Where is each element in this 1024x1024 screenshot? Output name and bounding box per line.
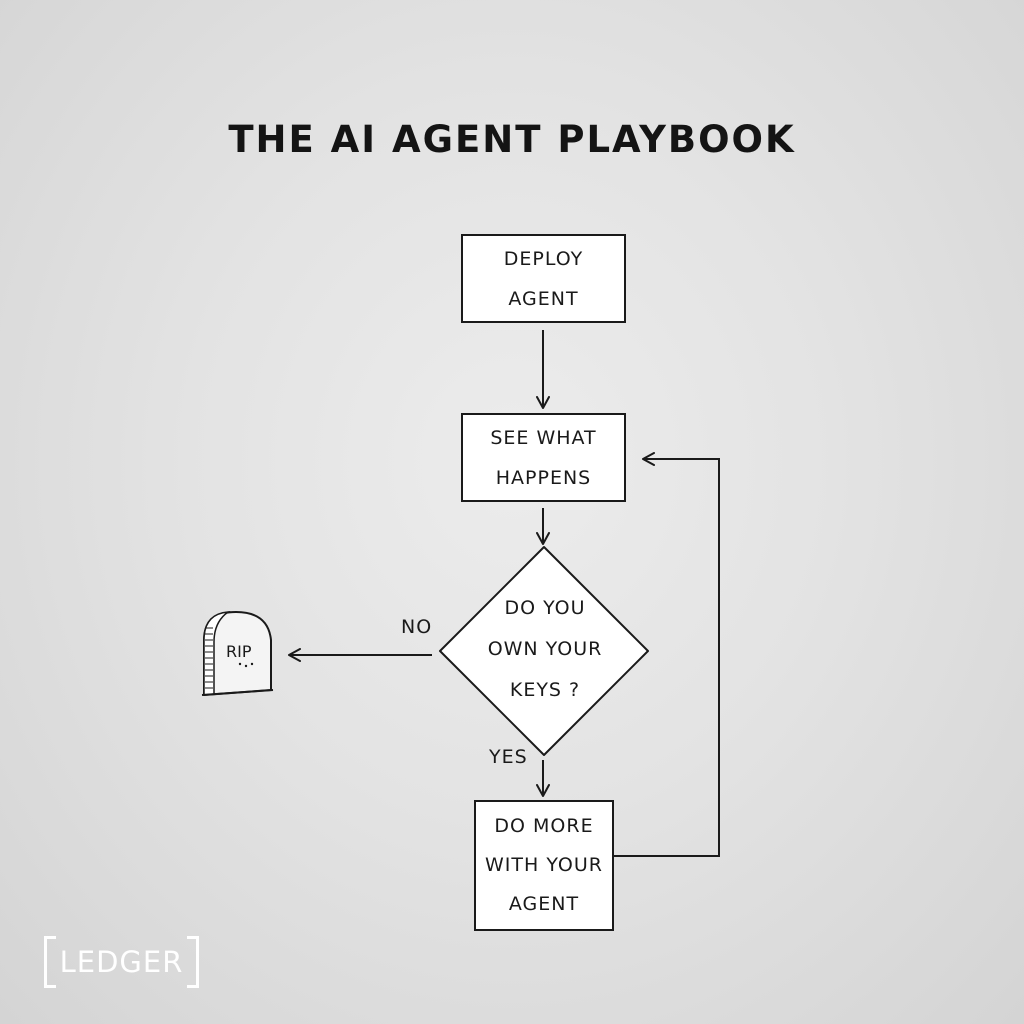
tombstone-icon <box>201 611 274 696</box>
logo-text: LEDGER <box>59 945 184 979</box>
page-title: THE AI AGENT PLAYBOOK <box>228 118 796 161</box>
node-do-more-label: DO MORE WITH YOUR AGENT <box>485 815 603 915</box>
node-see-what-happens: SEE WHAT HAPPENS <box>461 413 626 502</box>
decision-label: DO YOU OWN YOUR KEYS ? <box>487 597 603 701</box>
node-deploy-agent-label: DEPLOY AGENT <box>503 247 584 310</box>
arrow-loop-back <box>614 452 720 857</box>
node-deploy-agent: DEPLOY AGENT <box>461 234 626 323</box>
logo-bracket-left <box>44 936 56 988</box>
edge-label-no: NO <box>401 616 433 638</box>
ledger-logo: LEDGER <box>44 936 199 988</box>
node-do-more: DO MORE WITH YOUR AGENT <box>474 800 614 931</box>
decision-diamond <box>439 546 649 756</box>
edge-label-yes: YES <box>489 746 528 768</box>
logo-bracket-right <box>187 936 199 988</box>
node-see-what-happens-label: SEE WHAT HAPPENS <box>490 426 597 489</box>
tombstone-label: RIP <box>226 642 252 661</box>
